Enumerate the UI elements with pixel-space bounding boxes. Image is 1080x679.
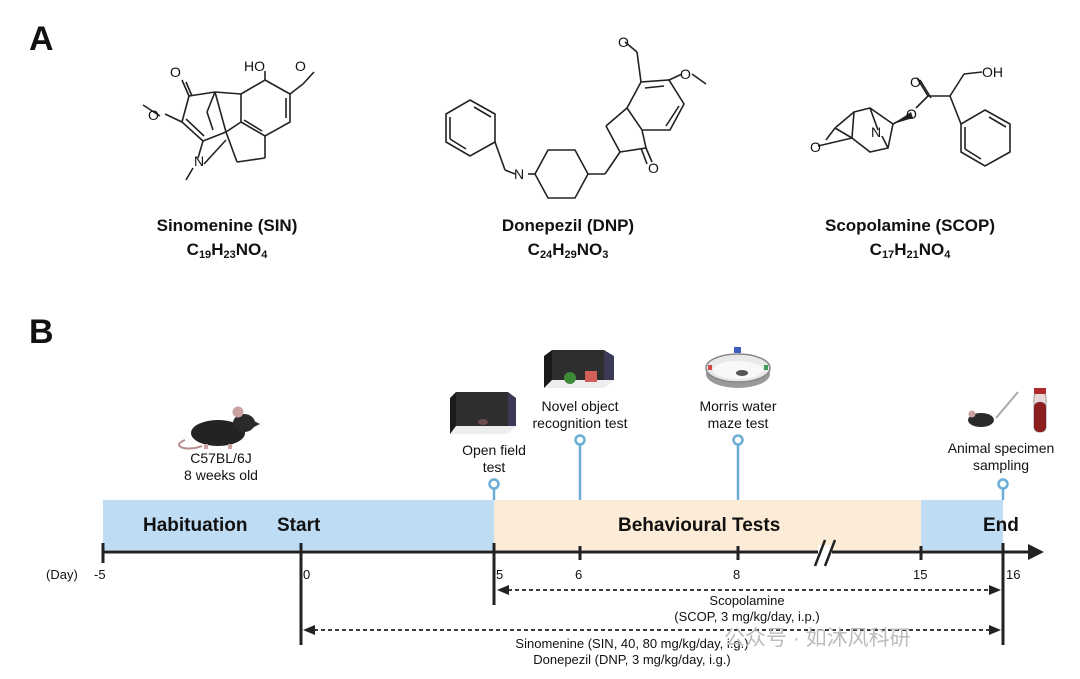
sinomenine-structure	[142, 71, 315, 181]
sinomenine-arrow	[303, 625, 1001, 635]
habituation-bar	[103, 500, 494, 550]
end-bar	[921, 500, 1003, 550]
panel-b-label: B	[29, 313, 54, 351]
atom-o: O	[295, 58, 306, 74]
atom-n: N	[514, 166, 525, 182]
test-pins	[488, 434, 1009, 500]
tick-label: 16	[1006, 567, 1021, 582]
start-label: Start	[277, 515, 321, 536]
atom-o: O	[910, 74, 921, 90]
scopolamine-wedge	[893, 112, 913, 124]
tick-label: 6	[575, 567, 583, 582]
novel-object-box-icon	[544, 350, 614, 388]
atom-n: N	[871, 124, 882, 140]
sampling-icon	[968, 388, 1047, 433]
axis-unit-label: (Day)	[46, 567, 78, 582]
atom-o: O	[648, 160, 659, 176]
tick-label: 15	[913, 567, 928, 582]
tick-label: 5	[496, 567, 504, 582]
behavioural-tests-bar	[494, 500, 921, 550]
sinomenine-treatment-label: Sinomenine (SIN, 40, 80 mg/kg/day, i.g.)…	[515, 636, 749, 667]
donepezil-formula: C24H29NO3	[527, 240, 609, 261]
time-axis	[101, 543, 1030, 645]
atom-o: O	[906, 106, 917, 122]
donepezil-name: Donepezil (DNP)	[501, 216, 635, 235]
sinomenine-formula: C19H23NO4	[186, 240, 268, 261]
tick-label: 8	[733, 567, 741, 582]
scopolamine-formula: C17H21NO4	[869, 240, 951, 261]
behavioural-tests-label: Behavioural Tests	[618, 515, 781, 536]
atom-o: O	[148, 107, 159, 123]
sinomenine-name: Sinomenine (SIN)	[156, 216, 298, 235]
axis-break	[813, 539, 837, 567]
tick-label: 0	[303, 567, 311, 582]
panel-a-label: A	[29, 20, 54, 58]
atom-o: O	[618, 34, 629, 50]
open-field-box-icon	[450, 392, 516, 434]
watermark: 公众号 · 如沐风科研	[724, 627, 911, 650]
habituation-label: Habituation	[143, 515, 248, 536]
atom-o: O	[680, 66, 691, 82]
scopolamine-arrow	[497, 585, 1001, 595]
donepezil-structure	[445, 41, 707, 199]
atom-n: N	[194, 153, 205, 169]
mouse-icon	[178, 406, 260, 450]
end-label: End	[983, 515, 1019, 536]
scopolamine-name: Scopolamine (SCOP)	[824, 216, 996, 235]
axis-arrowhead	[1028, 544, 1044, 560]
water-maze-icon	[705, 347, 771, 388]
atom-o: O	[170, 64, 181, 80]
tick-label: -5	[94, 567, 106, 582]
atom-o: O	[810, 139, 821, 155]
scopolamine-treatment-label: Scopolamine(SCOP, 3 mg/kg/day, i.p.)	[674, 593, 820, 624]
atom-oh: OH	[982, 64, 1003, 80]
atom-ho: HO	[244, 58, 265, 74]
